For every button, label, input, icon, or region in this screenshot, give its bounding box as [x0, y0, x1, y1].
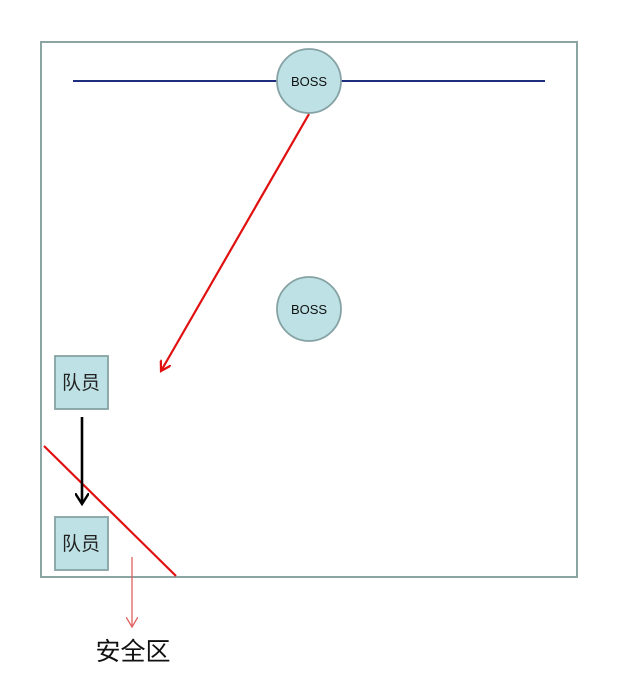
boss-node-center: BOSS [276, 276, 342, 342]
boss-node-top: BOSS [276, 48, 342, 114]
safe-zone-boundary-line [43, 445, 177, 577]
member-node-lower: 队员 [54, 516, 109, 571]
knockback-arrow [161, 113, 310, 371]
member-lower-label: 队员 [62, 533, 100, 555]
member-upper-label: 队员 [62, 372, 100, 394]
boss-top-label: BOSS [291, 74, 327, 89]
safe-zone-label: 安全区 [95, 637, 170, 666]
arena-border [40, 41, 578, 578]
boss-center-label: BOSS [291, 302, 327, 317]
member-node-upper: 队员 [54, 355, 109, 410]
